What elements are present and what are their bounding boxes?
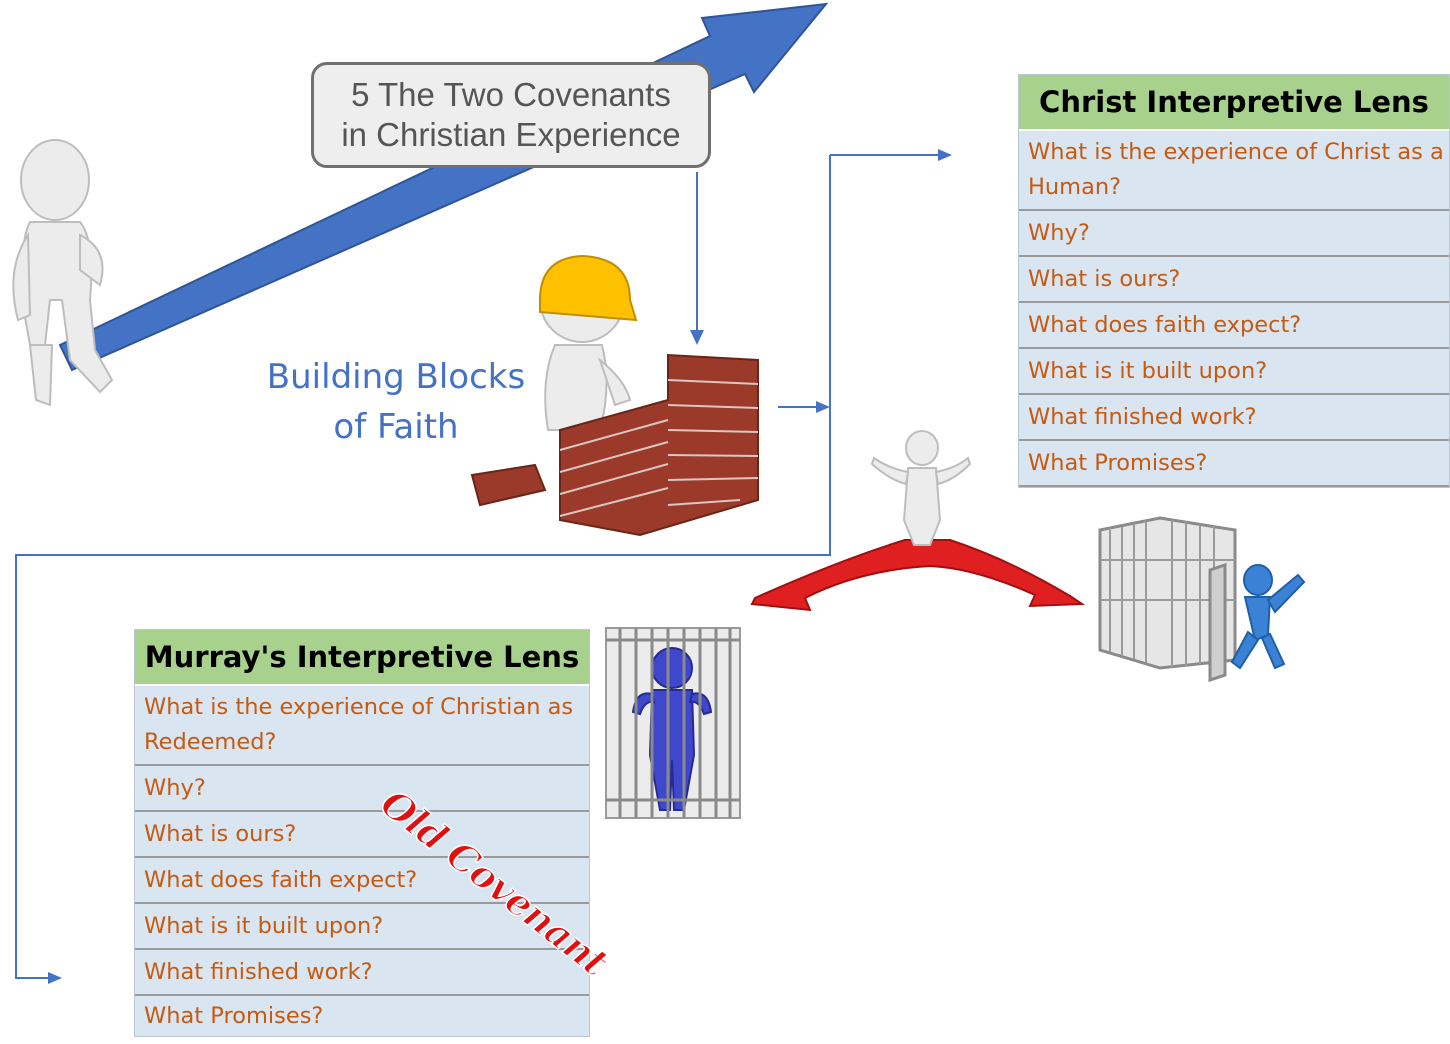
christ-lens-item: What finished work? xyxy=(1019,395,1449,441)
rising-arrow xyxy=(58,2,829,372)
title-callout: 5 The Two Covenants in Christian Experie… xyxy=(311,62,711,168)
murray-lens-item: Why? xyxy=(135,766,589,812)
christ-lens-item: Why? xyxy=(1019,211,1449,257)
murray-lens-item: What finished work? xyxy=(135,950,589,996)
murray-lens-item: What is ours? xyxy=(135,812,589,858)
murray-lens-table: Murray's Interpretive Lens What is the e… xyxy=(134,629,590,1037)
building-blocks-line-1: Building Blocks xyxy=(266,357,526,397)
murray-lens-item: What does faith expect? xyxy=(135,858,589,904)
christ-lens-item: What is it built upon? xyxy=(1019,349,1449,395)
title-line-1: 5 The Two Covenants xyxy=(351,76,671,114)
murray-lens-item: What is the experience of Christian as R… xyxy=(135,686,589,766)
christ-lens-title: Christ Interpretive Lens xyxy=(1019,75,1449,131)
standing-figure xyxy=(12,139,114,407)
christ-lens-item: What Promises? xyxy=(1019,441,1449,487)
murray-lens-title: Murray's Interpretive Lens xyxy=(135,630,589,686)
bricklayer-figure xyxy=(539,254,638,431)
murray-lens-item: What is it built upon? xyxy=(135,904,589,950)
closed-cage xyxy=(605,627,741,819)
christ-lens-item: What does faith expect? xyxy=(1019,303,1449,349)
connector-lines xyxy=(15,149,952,984)
christ-lens-table: Christ Interpretive Lens What is the exp… xyxy=(1018,74,1450,488)
open-cage xyxy=(1098,516,1237,683)
christ-lens-item: What is ours? xyxy=(1019,257,1449,303)
building-blocks-line-2: of Faith xyxy=(333,407,459,447)
christ-lens-item: What is the experience of Christ as a Hu… xyxy=(1019,131,1449,211)
title-line-2: in Christian Experience xyxy=(341,116,681,153)
building-blocks-label: Building Blocks of Faith xyxy=(250,352,542,452)
free-figure xyxy=(1230,564,1306,670)
brick-wall xyxy=(470,353,759,537)
choice-figure xyxy=(870,430,972,546)
split-arrow xyxy=(750,539,1086,612)
murray-lens-item: What Promises? xyxy=(135,996,589,1036)
